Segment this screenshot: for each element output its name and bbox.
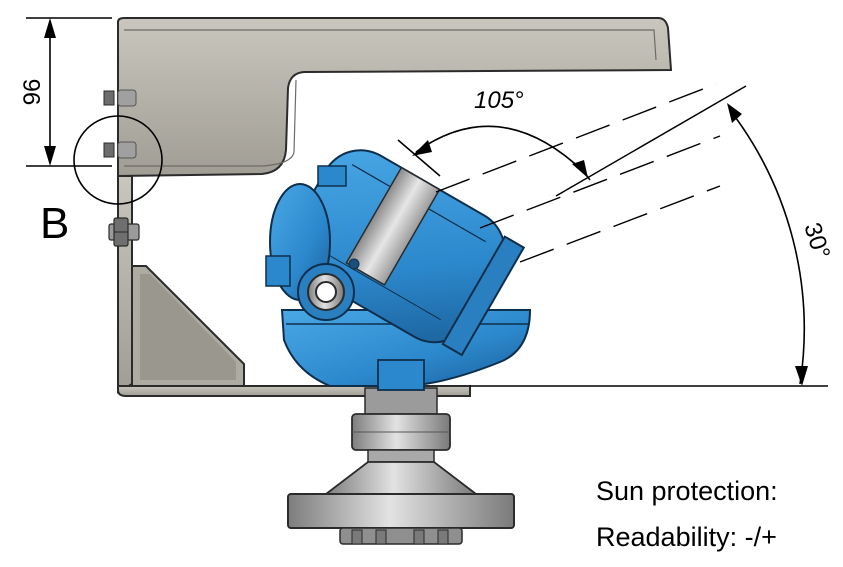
housing-screw bbox=[348, 258, 360, 270]
antenna-horn-assembly bbox=[287, 387, 515, 545]
dimension-lines bbox=[26, 17, 828, 387]
bracket-gusset-shade bbox=[140, 274, 236, 380]
cable-gland bbox=[297, 263, 355, 321]
bolt-upper bbox=[103, 89, 137, 107]
readability-note: Readability: -/+ bbox=[596, 522, 777, 552]
bolt-lower bbox=[108, 217, 140, 247]
detail-b-label: B bbox=[40, 199, 69, 248]
housing-neck bbox=[377, 359, 425, 391]
bracket-vertical-plate bbox=[117, 175, 133, 394]
housing-boss-left bbox=[265, 255, 291, 287]
housing-boss-top bbox=[317, 165, 347, 187]
sun-protection-note: Sun protection: bbox=[596, 476, 778, 506]
flange-bottom bbox=[339, 527, 463, 545]
sensor-housing bbox=[265, 149, 532, 391]
housing-label-plate bbox=[345, 166, 441, 286]
horn-neck bbox=[367, 449, 435, 463]
horn-cone bbox=[323, 461, 479, 495]
bracket-bolts bbox=[103, 89, 140, 247]
bracket-hood-inner-edge bbox=[124, 29, 657, 167]
bracket-hood bbox=[117, 17, 673, 178]
coupling-upper bbox=[364, 387, 438, 415]
detail-circle bbox=[73, 115, 163, 205]
flange-bolt-heads bbox=[351, 529, 449, 545]
beam-angle-label: 105° bbox=[474, 87, 524, 114]
height-dimension-label: 96 bbox=[19, 79, 46, 106]
tilt-angle-label: 30° bbox=[798, 220, 835, 263]
flange-plate bbox=[287, 493, 515, 529]
bolt-middle bbox=[103, 141, 137, 159]
